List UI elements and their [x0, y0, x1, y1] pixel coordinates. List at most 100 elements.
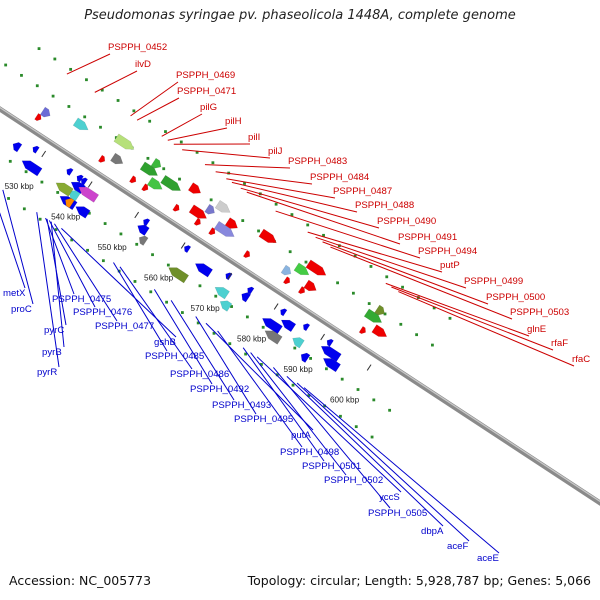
- reverse-label-leader: [303, 387, 500, 554]
- reverse-gene-label[interactable]: PSPPH_0492: [190, 384, 249, 395]
- track-dot: [83, 115, 87, 119]
- forward-label-leader: [226, 178, 336, 199]
- reverse-gene-label[interactable]: PSPPH_0501: [302, 461, 361, 472]
- track-dot: [195, 150, 199, 154]
- reverse-label-leader: [36, 212, 60, 368]
- track-dot: [35, 84, 39, 88]
- reverse-label-leader: [153, 289, 213, 385]
- reverse-gene-label[interactable]: yccS: [379, 492, 400, 503]
- reverse-gene-label[interactable]: PSPPH_0495: [234, 414, 293, 425]
- track-dot: [40, 180, 44, 184]
- forward-gene-label[interactable]: PSPPH_0490: [377, 216, 436, 227]
- reverse-gene-feature: [75, 206, 91, 219]
- reverse-gene-label[interactable]: pyrR: [37, 367, 57, 378]
- forward-gene-label[interactable]: putP: [440, 260, 460, 271]
- forward-gene-arrow: [129, 175, 137, 184]
- reverse-gene-feature: [262, 318, 283, 335]
- reverse-label-leader: [45, 217, 75, 295]
- forward-gene-label[interactable]: pilJ: [268, 146, 283, 157]
- scale-tick-label: 580 kbp: [237, 335, 267, 344]
- forward-label-leader: [330, 246, 513, 320]
- track-dot: [230, 305, 233, 308]
- forward-gene-label[interactable]: rfaF: [551, 338, 568, 349]
- reverse-gene-label[interactable]: gshB: [154, 337, 176, 348]
- forward-gene-feature: [224, 217, 238, 229]
- forward-label-leader: [307, 231, 443, 273]
- forward-gene-label[interactable]: pilG: [200, 102, 217, 113]
- reverse-gene-label[interactable]: PSPPH_0485: [145, 351, 204, 362]
- track-dot: [339, 414, 342, 418]
- reverse-gene-label[interactable]: pyrC: [44, 325, 64, 336]
- forward-gene-label[interactable]: PSPPH_0469: [176, 70, 235, 81]
- track-dot: [179, 140, 183, 144]
- track-dot: [133, 280, 137, 283]
- forward-gene-feature: [160, 174, 182, 191]
- forward-gene-label[interactable]: PSPPH_0494: [418, 246, 478, 257]
- map-title: Pseudomonas syringae pv. phaseolicola 14…: [84, 8, 516, 23]
- track-dot: [399, 322, 403, 326]
- forward-gene-label[interactable]: ilvD: [135, 59, 151, 70]
- reverse-gene-label[interactable]: PSPPH_0505: [368, 508, 427, 519]
- reverse-gene-label[interactable]: PSPPH_0502: [324, 475, 383, 486]
- track-dot: [306, 223, 310, 227]
- reverse-gene-label[interactable]: PSPPH_0477: [95, 321, 154, 332]
- reverse-gene-label[interactable]: PSPPH_0498: [280, 447, 339, 458]
- track-dot: [288, 250, 292, 254]
- forward-gene-label[interactable]: PSPPH_0483: [288, 156, 347, 167]
- reverse-gene-label[interactable]: PSPPH_0486: [170, 369, 229, 380]
- forward-gene-label[interactable]: PSPPH_0499: [464, 276, 523, 287]
- forward-label-leader: [161, 113, 203, 137]
- scale-tick-label: 590 kbp: [284, 365, 314, 374]
- reverse-gene-label[interactable]: PSPPH_0476: [73, 307, 132, 318]
- forward-gene-feature: [72, 117, 89, 131]
- forward-gene-label[interactable]: pilI: [248, 132, 260, 143]
- reverse-gene-label[interactable]: aceE: [477, 553, 499, 564]
- reverse-gene-feature: [168, 267, 190, 284]
- forward-label-leader: [94, 70, 138, 93]
- gene-features: [12, 106, 388, 373]
- track-dot: [165, 300, 168, 304]
- forward-gene-label[interactable]: PSPPH_0487: [333, 186, 392, 197]
- reverse-gene-label[interactable]: metX: [3, 288, 26, 299]
- track-dot: [162, 167, 166, 171]
- forward-gene-arrow: [297, 286, 306, 295]
- forward-gene-label[interactable]: glnE: [527, 324, 546, 335]
- forward-label-leader: [385, 282, 530, 337]
- reverse-gene-feature: [194, 263, 213, 278]
- reverse-gene-label[interactable]: PSPPH_0493: [212, 400, 271, 411]
- reverse-gene-label[interactable]: aceF: [447, 541, 468, 552]
- reverse-gene-feature: [55, 182, 74, 197]
- track-dot: [24, 170, 28, 174]
- track-dot: [7, 197, 10, 200]
- forward-gene-label[interactable]: rfaC: [572, 354, 590, 365]
- forward-gene-label[interactable]: PSPPH_0500: [486, 292, 545, 303]
- forward-gene-label[interactable]: PSPPH_0503: [510, 307, 569, 318]
- reverse-gene-arrow: [303, 323, 311, 332]
- reverse-label-leader: [48, 220, 96, 308]
- forward-gene-arrow: [172, 203, 180, 212]
- track-dot: [69, 67, 73, 71]
- scale-tick-mark: [87, 181, 93, 188]
- forward-gene-label[interactable]: PSPPH_0488: [355, 200, 414, 211]
- track-dot: [54, 228, 58, 231]
- reverse-gene-label[interactable]: PSPPH_0475: [52, 294, 111, 305]
- forward-gene-label[interactable]: pilH: [225, 116, 242, 127]
- track-dot: [367, 302, 371, 305]
- track-dot: [257, 229, 260, 233]
- reverse-gene-label[interactable]: dbpA: [421, 526, 444, 537]
- forward-gene-label[interactable]: PSPPH_0452: [108, 42, 167, 53]
- track-dot: [70, 238, 74, 242]
- track-dot: [178, 177, 181, 181]
- track-dot: [291, 383, 295, 387]
- forward-gene-label[interactable]: PSPPH_0471: [177, 86, 236, 97]
- track-dot: [151, 253, 154, 257]
- track-dot: [148, 119, 152, 123]
- reverse-gene-label[interactable]: proC: [11, 304, 32, 315]
- forward-gene-label[interactable]: PSPPH_0491: [398, 232, 457, 243]
- reverse-gene-label[interactable]: pyrB: [42, 347, 62, 358]
- track-dot: [38, 217, 42, 221]
- reverse-gene-label[interactable]: putA: [291, 430, 311, 441]
- reverse-label-leader: [242, 347, 325, 462]
- forward-gene-label[interactable]: PSPPH_0484: [310, 172, 370, 183]
